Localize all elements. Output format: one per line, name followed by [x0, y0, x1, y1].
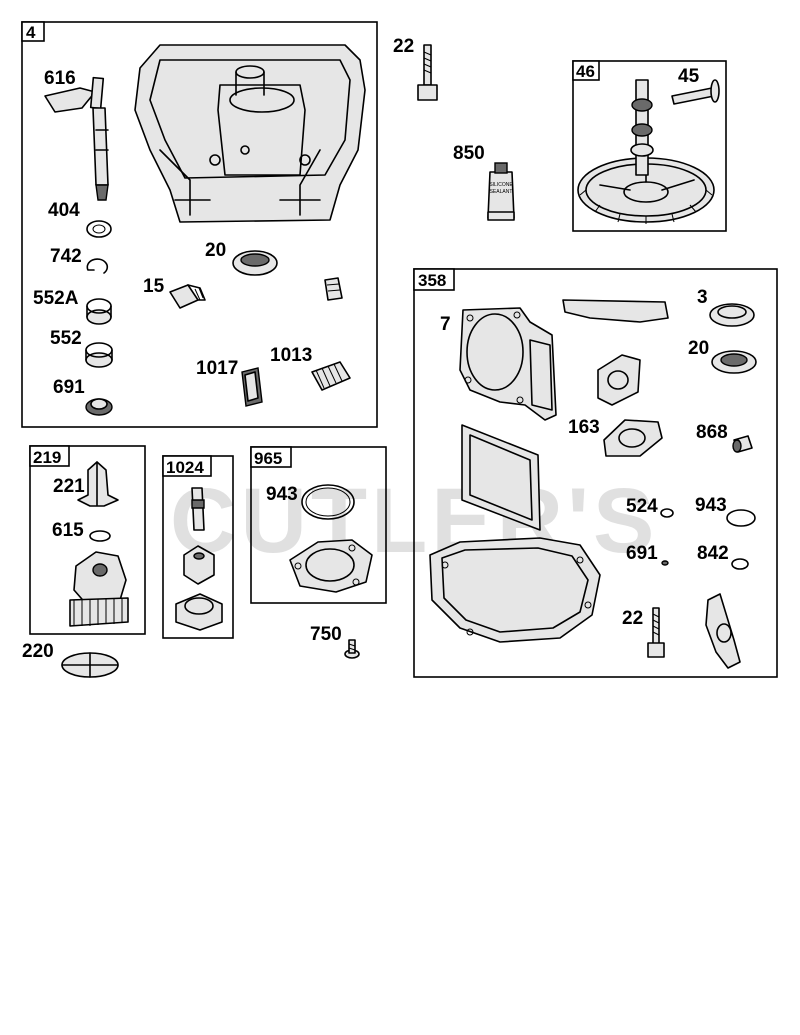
oring-842-part	[731, 558, 749, 570]
callout-1017: 1017	[196, 358, 238, 379]
group-1024-tag	[162, 455, 212, 477]
group-4-label: 4	[26, 23, 36, 42]
callout-20a: 20	[205, 240, 226, 261]
group-219-label: 219	[33, 448, 61, 467]
sealant-tube-850-part: SILICONE SEALANT	[487, 162, 515, 221]
callout-404: 404	[48, 200, 80, 221]
group-46: 46 45	[572, 60, 727, 232]
callout-7: 7	[440, 314, 451, 335]
callout-552a: 552A	[33, 288, 79, 309]
group-965-tag	[250, 446, 292, 468]
pump-rotor-part	[183, 545, 215, 585]
oring-943a-part	[301, 484, 355, 520]
washer-615-part	[89, 530, 111, 542]
sealant-label-line1: SILICONE	[489, 182, 513, 188]
pin-221-part	[77, 461, 119, 507]
callout-842: 842	[697, 543, 729, 564]
camshaft-part	[577, 79, 715, 224]
callout-691b: 691	[626, 543, 658, 564]
e-clip-742-part	[86, 258, 109, 274]
group-46-tag	[572, 60, 600, 81]
callout-220: 220	[22, 641, 54, 662]
group-358-frame	[413, 268, 778, 678]
oring-524-part	[660, 508, 674, 518]
plug-868-part	[732, 435, 753, 453]
intake-gasket-part	[597, 354, 641, 406]
seal-3-part	[709, 303, 755, 327]
callout-615: 615	[52, 520, 84, 541]
group-1024: 1024	[162, 455, 234, 639]
group-965-frame	[250, 446, 387, 604]
callout-742: 742	[50, 246, 82, 267]
callout-15: 15	[143, 276, 165, 297]
washer-220-part	[61, 652, 119, 678]
callout-868: 868	[696, 422, 728, 443]
pump-housing-part	[175, 593, 223, 631]
bearing-20a-part	[232, 250, 278, 276]
governor-shaft-part	[44, 76, 109, 201]
callout-3: 3	[697, 287, 708, 308]
filter-1017-part	[241, 367, 263, 407]
oring-691b-part	[661, 560, 669, 566]
callout-22a: 22	[393, 36, 414, 57]
valve-cover-seal-part	[562, 299, 669, 323]
head-gasket-7-part	[459, 307, 557, 421]
callout-750: 750	[310, 624, 342, 645]
bolt-22b-part	[647, 607, 665, 658]
seal-691-part	[85, 398, 113, 416]
group-219: 219 221 615	[29, 445, 146, 635]
group-46-frame	[572, 60, 727, 232]
sealant-label-line2: SEALANT	[490, 189, 513, 195]
callout-691a: 691	[53, 377, 85, 398]
group-358-label: 358	[418, 271, 446, 290]
bolt-22a-part	[417, 44, 438, 101]
group-1024-label: 1024	[166, 458, 204, 477]
callout-850: 850	[453, 143, 485, 164]
callout-943a: 943	[266, 484, 298, 505]
breather-gasket-part	[705, 593, 741, 669]
spring-1013-part	[311, 361, 351, 391]
group-4-tag	[21, 21, 45, 42]
group-358: 358 7 3 20	[413, 268, 778, 678]
group-46-label: 46	[576, 62, 595, 81]
group-358-tag	[413, 268, 455, 291]
callout-221: 221	[53, 476, 85, 497]
callout-1013: 1013	[270, 345, 312, 366]
oring-943b-part	[726, 509, 756, 527]
pump-cover-gasket-part	[289, 539, 373, 593]
screw-750-part	[344, 639, 360, 659]
governor-gear-part	[69, 551, 129, 627]
group-965-label: 965	[254, 449, 282, 468]
callout-943b: 943	[695, 495, 727, 516]
callout-616: 616	[44, 68, 76, 89]
callout-163: 163	[568, 417, 600, 438]
group-4-frame	[21, 21, 378, 428]
crankcase-part	[134, 44, 366, 223]
plug-15-part	[169, 284, 206, 309]
bushing-552a-part	[86, 298, 112, 325]
callout-524: 524	[626, 496, 658, 517]
callout-552: 552	[50, 328, 82, 349]
washer-404-part	[86, 220, 112, 238]
bearing-20b-part	[711, 350, 757, 374]
group-219-frame	[29, 445, 146, 635]
group-219-tag	[29, 445, 70, 467]
pump-shaft-part	[191, 487, 205, 531]
callout-45: 45	[678, 66, 700, 87]
bushing-552-part	[85, 342, 113, 368]
group-4: 4 616 404 742	[21, 21, 378, 428]
cover-gasket-part	[461, 424, 541, 531]
group-965: 965 943	[250, 446, 387, 604]
crankcase-gasket-part	[429, 537, 601, 643]
small-plug-part	[324, 277, 343, 301]
callout-20b: 20	[688, 338, 709, 359]
gasket-163-part	[603, 419, 663, 457]
pin-45-part	[671, 79, 720, 105]
callout-22b: 22	[622, 608, 643, 629]
